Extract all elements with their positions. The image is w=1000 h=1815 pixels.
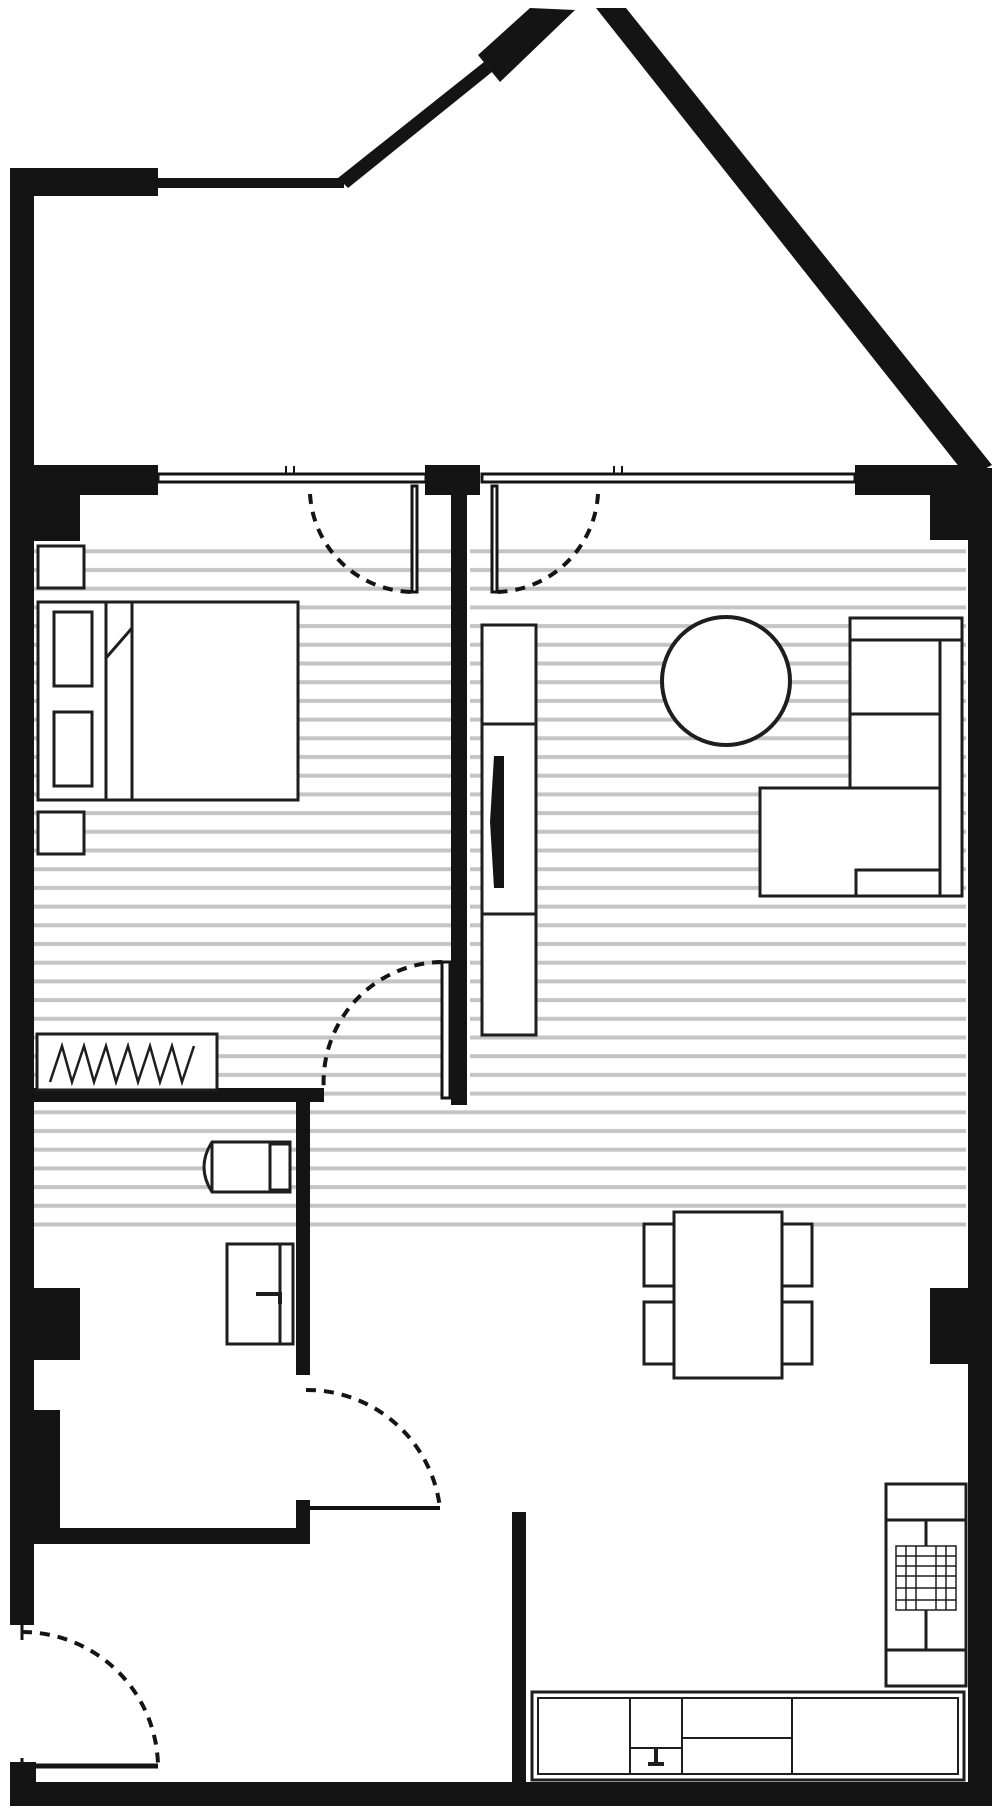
wall-balcony-right-seg (855, 465, 970, 495)
entrance-door[interactable] (20, 1624, 160, 1770)
double-bed (36, 600, 300, 802)
bathroom-door[interactable] (305, 1387, 442, 1510)
chair (642, 1222, 676, 1288)
wardrobe-hangers (48, 1041, 196, 1087)
tv-unit (480, 623, 538, 1037)
bathroom-door-swing (305, 1387, 442, 1509)
bedroom-door[interactable] (321, 960, 452, 1100)
nightstand (36, 810, 86, 856)
sofa-seat-mid (848, 712, 942, 790)
wall-kitchen-partition (512, 1512, 526, 1796)
dining-table (672, 1210, 784, 1380)
wall-bath-bottom (34, 1528, 310, 1544)
wall-right-column-mid (930, 1288, 970, 1364)
balcony-door-right[interactable] (490, 484, 600, 594)
balcony-wall-diagonal-left (338, 62, 492, 188)
round-table-top (660, 615, 792, 747)
balcony-wall-thin (158, 178, 344, 188)
balcony-door-left-swing (308, 493, 413, 594)
fridge-upper (884, 1482, 968, 1522)
glazing (156, 466, 990, 1483)
wall-left-lower-thick (10, 1410, 60, 1540)
tv-screen (490, 756, 504, 888)
balcony-wall-diagonal-right (596, 8, 992, 478)
wall-bedroom-living (451, 495, 467, 1105)
wardrobe-body (35, 1032, 219, 1092)
balcony-wall-block (478, 8, 575, 82)
wall-left (10, 170, 34, 1625)
sofa-chaise (758, 786, 942, 898)
pillow-top (52, 610, 94, 688)
wall-balcony-center-post (425, 465, 480, 495)
kitchen-faucet (648, 1748, 664, 1766)
sink (225, 1242, 295, 1346)
wardrobe (35, 1032, 219, 1092)
wall-left-column-top (10, 465, 80, 541)
tv-unit-body (480, 623, 538, 1037)
wall-bath-right (296, 1100, 310, 1375)
round-table (660, 615, 792, 747)
entrance-door-swing (21, 1630, 160, 1767)
furniture (35, 544, 968, 1782)
bedroom-door-swing (321, 960, 443, 1093)
nightstand (36, 544, 86, 590)
doors (20, 484, 600, 1770)
sink-faucet (256, 1292, 282, 1304)
chair (780, 1222, 814, 1288)
wall-bath-bottom-step (296, 1500, 310, 1544)
stove-grid (895, 1545, 957, 1611)
bedroom-door-leaf (440, 960, 452, 1100)
window-left (156, 472, 428, 484)
wall-left-top-cap (10, 168, 158, 196)
chair (642, 1300, 676, 1366)
balcony-door-right-swing (496, 493, 600, 594)
wall-right (968, 468, 992, 1806)
counter-inner (537, 1697, 959, 1775)
kitchen-counter (530, 1690, 966, 1782)
walls (10, 8, 992, 1806)
nightstand-bottom (36, 810, 86, 856)
nightstand-top (36, 544, 86, 590)
wall-bottom (10, 1782, 990, 1806)
balcony-door-right-leaf (490, 484, 499, 594)
balcony-door-left-leaf (410, 484, 419, 594)
lower-floor (34, 1100, 966, 1230)
fridge-lower (884, 1648, 968, 1688)
sofa-arm-top (848, 616, 964, 642)
balcony-door-left[interactable] (308, 484, 419, 594)
dining-table-top (672, 1210, 784, 1380)
sofa-seat-upper (848, 638, 942, 716)
toilet-tank (268, 1142, 292, 1192)
window-right (480, 472, 857, 484)
sofa-chaise-seat (854, 868, 940, 896)
blanket-fold (104, 627, 134, 659)
sofa-back (938, 616, 964, 898)
refrigerator (884, 1482, 968, 1688)
toilet (202, 1140, 292, 1194)
corner-sofa (758, 616, 964, 898)
chair (780, 1300, 814, 1366)
wall-left-column-mid (10, 1288, 80, 1360)
pillow-bottom (52, 710, 94, 788)
